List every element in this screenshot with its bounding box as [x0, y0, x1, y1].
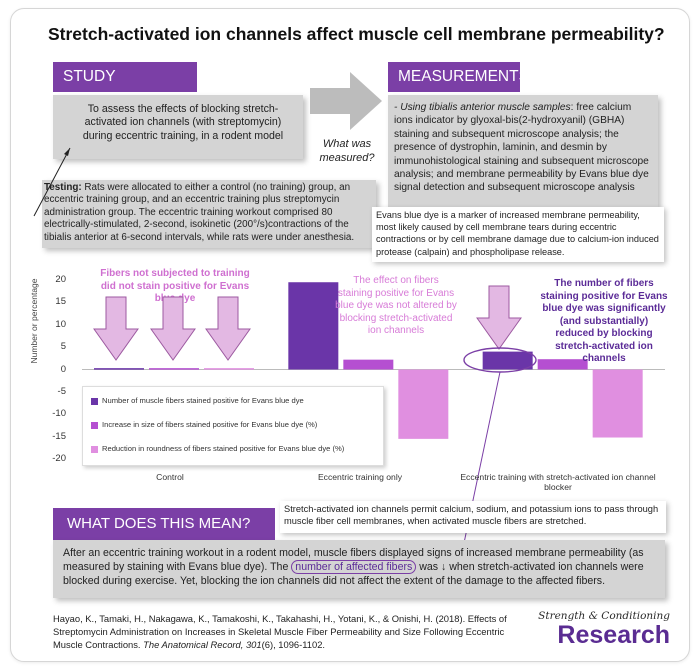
down-arrow-icon — [476, 285, 522, 350]
connector-line — [459, 371, 501, 563]
page-title: Stretch-activated ion channels affect mu… — [48, 24, 665, 44]
bar-3-1 — [204, 368, 254, 370]
testing-box — [42, 180, 376, 248]
measurements-box — [388, 95, 658, 207]
meaning-note-text: Stretch-activated ion channels permit ca… — [284, 504, 659, 527]
legend-swatch — [91, 397, 98, 405]
down-arrow-icon — [150, 296, 196, 361]
highlight-phrase: number of affected fibers — [291, 560, 417, 575]
meaning-note-box — [280, 501, 666, 533]
reference-citation: Hayao, K., Tamaki, H., Nakagawa, K., Tam… — [53, 613, 507, 650]
what-measured-label: What was measured? — [319, 138, 375, 164]
bar-2-2 — [343, 359, 394, 370]
y-tick-label: -15 — [52, 430, 66, 442]
bar-1-2 — [288, 282, 339, 370]
evans-note-text: Evans blue dye is a marker of increased … — [376, 210, 659, 257]
brand-line1: Strength & Conditioning — [538, 610, 670, 622]
blocker-annotation: The number of fibers staining positive f… — [540, 278, 668, 364]
legend-item: Reduction in roundness of fibers stained… — [91, 444, 344, 453]
objective-box — [53, 95, 303, 159]
down-arrow-icon — [93, 296, 139, 361]
down-arrow-icon — [205, 296, 251, 361]
right-arrow-icon — [310, 72, 382, 130]
legend-swatch — [91, 445, 98, 453]
legend-item: Number of muscle fibers stained positive… — [91, 396, 304, 405]
y-tick-label: 20 — [55, 274, 66, 285]
highlight-ellipse — [463, 347, 537, 373]
pointer-line — [33, 147, 71, 217]
bar-2-1 — [149, 368, 199, 370]
brand-line2: Research — [557, 621, 670, 649]
y-tick-label: 0 — [60, 363, 66, 375]
chart-legend: Number of muscle fibers stained positive… — [82, 386, 384, 466]
y-tick-label: -10 — [52, 408, 66, 420]
meaning-header: WHAT DOES THIS MEAN? — [53, 508, 275, 540]
objective-text: To assess the effects of blocking stretc… — [82, 103, 284, 142]
meaning-box — [53, 540, 665, 598]
measurements-header: MEASUREMENTS — [388, 62, 529, 92]
bar-2-3 — [537, 359, 588, 370]
brand-logo: Strength & Conditioning Research — [520, 610, 670, 648]
y-tick-label: 15 — [55, 296, 66, 308]
meaning-text: After an eccentric training workout in a… — [63, 547, 644, 588]
legend-swatch — [91, 421, 98, 429]
bar-3-3 — [592, 369, 643, 438]
y-tick-label: 10 — [55, 318, 66, 330]
eccentric-annotation: The effect on fibers staining positive f… — [335, 275, 457, 336]
evans-note-box — [372, 207, 664, 262]
y-tick-label: -20 — [52, 453, 66, 464]
measurements-text: - Using tibialis anterior muscle samples… — [394, 102, 649, 194]
legend-item: Increase in size of fibers stained posit… — [91, 420, 317, 429]
bar-3-2 — [398, 369, 449, 439]
bar-1-3 — [482, 351, 533, 370]
category-label: Eccentric training only — [317, 472, 403, 482]
bar-1-1 — [94, 368, 144, 370]
y-tick-label: -5 — [57, 385, 66, 397]
y-tick-label: 5 — [60, 341, 66, 353]
category-label: Eccentric training with stretch-activate… — [460, 472, 656, 492]
category-label: Control — [156, 472, 184, 482]
testing-text: Testing: Rats were allocated to either a… — [44, 182, 355, 243]
